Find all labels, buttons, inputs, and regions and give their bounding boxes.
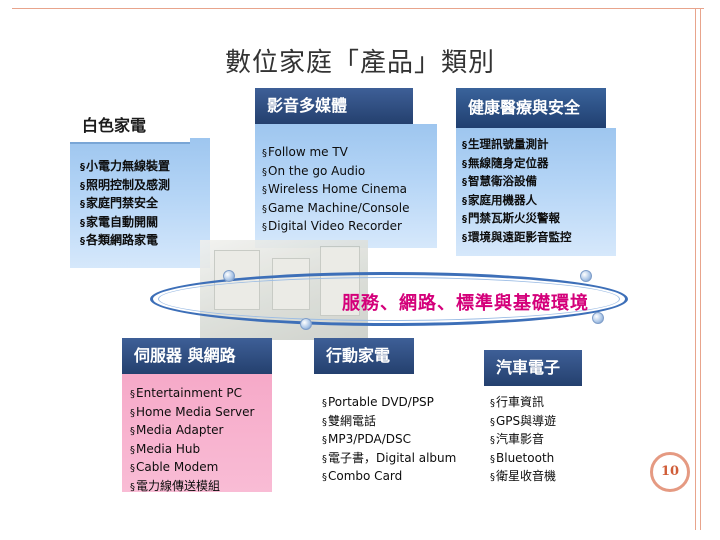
list-item: MP3/PDA/DSC <box>322 431 456 450</box>
panel-header: 影音多媒體 <box>255 88 413 124</box>
list-item: 生理訊號量測計 <box>462 136 572 155</box>
panel-header: 伺服器 與網路 <box>122 338 272 374</box>
panel-header: 汽車電子 <box>484 350 582 386</box>
list-item: 環境與遠距影音監控 <box>462 229 572 248</box>
list-item: Cable Modem <box>130 459 254 478</box>
bullet-list: 小電力無線裝置 照明控制及感測 家庭門禁安全 家電自動開關 各類網路家電 <box>80 158 170 251</box>
page-number-badge: 10 <box>650 452 690 492</box>
bullet-list: Follow me TV On the go Audio Wireless Ho… <box>262 144 409 237</box>
list-item: Game Machine/Console <box>262 200 409 219</box>
bullet-list: 行車資訊 GPS與導遊 汽車影音 Bluetooth 衛星收音機 <box>490 394 556 487</box>
panel-white-appliance: 白色家電 小電力無線裝置 照明控制及感測 家庭門禁安全 家電自動開關 各類網路家… <box>70 110 210 268</box>
list-item: 電力線傳送模組 <box>130 478 254 497</box>
network-node-icon <box>223 270 235 282</box>
panel-header: 行動家電 <box>314 338 414 374</box>
list-item: 各類網路家電 <box>80 232 170 251</box>
list-item: 家電自動開關 <box>80 214 170 233</box>
panel-av-multimedia: 影音多媒體 Follow me TV On the go Audio Wirel… <box>255 88 437 248</box>
list-item: 無線隨身定位器 <box>462 155 572 174</box>
list-item: 家庭用機器人 <box>462 192 572 211</box>
list-item: 衛星收音機 <box>490 468 556 487</box>
list-item: 行車資訊 <box>490 394 556 413</box>
list-item: Digital Video Recorder <box>262 218 409 237</box>
bullet-list: Entertainment PC Home Media Server Media… <box>130 385 254 496</box>
network-ring-inner <box>158 277 620 321</box>
list-item: 電子書，Digital album <box>322 450 456 469</box>
list-item: On the go Audio <box>262 163 409 182</box>
bullet-list: Portable DVD/PSP 雙網電話 MP3/PDA/DSC 電子書，Di… <box>322 394 456 487</box>
page-title: 數位家庭「產品」類別 <box>224 48 495 78</box>
list-item: 汽車影音 <box>490 431 556 450</box>
list-item: 小電力無線裝置 <box>80 158 170 177</box>
list-item: Bluetooth <box>490 450 556 469</box>
frame-right-line-inner <box>700 8 701 530</box>
list-item: Media Hub <box>130 441 254 460</box>
list-item: 智慧衛浴設備 <box>462 173 572 192</box>
panel-health-safety: 健康醫療與安全 生理訊號量測計 無線隨身定位器 智慧衛浴設備 家庭用機器人 門禁… <box>456 88 616 256</box>
network-ring <box>150 272 628 326</box>
list-item: 雙網電話 <box>322 413 456 432</box>
panel-mobile-appliance: 行動家電 Portable DVD/PSP 雙網電話 MP3/PDA/DSC 電… <box>314 338 476 488</box>
panel-header: 健康醫療與安全 <box>456 88 606 128</box>
bullet-list: 生理訊號量測計 無線隨身定位器 智慧衛浴設備 家庭用機器人 門禁瓦斯火災警報 環… <box>462 136 572 247</box>
frame-top-line <box>12 8 704 9</box>
list-item: Follow me TV <box>262 144 409 163</box>
network-node-icon <box>592 312 604 324</box>
list-item: Portable DVD/PSP <box>322 394 456 413</box>
list-item: Home Media Server <box>130 404 254 423</box>
center-label: 服務、網路、標準與基礎環境 <box>342 293 589 314</box>
panel-auto-electronics: 汽車電子 行車資訊 GPS與導遊 汽車影音 Bluetooth 衛星收音機 <box>484 350 584 490</box>
network-node-icon <box>580 270 592 282</box>
list-item: Entertainment PC <box>130 385 254 404</box>
frame-right-line <box>695 8 696 530</box>
panel-header: 白色家電 <box>70 110 190 144</box>
list-item: Wireless Home Cinema <box>262 181 409 200</box>
list-item: Combo Card <box>322 468 456 487</box>
panel-server-network: 伺服器 與網路 Entertainment PC Home Media Serv… <box>122 338 272 493</box>
list-item: 門禁瓦斯火災警報 <box>462 210 572 229</box>
list-item: Media Adapter <box>130 422 254 441</box>
list-item: GPS與導遊 <box>490 413 556 432</box>
list-item: 家庭門禁安全 <box>80 195 170 214</box>
network-node-icon <box>300 318 312 330</box>
list-item: 照明控制及感測 <box>80 177 170 196</box>
